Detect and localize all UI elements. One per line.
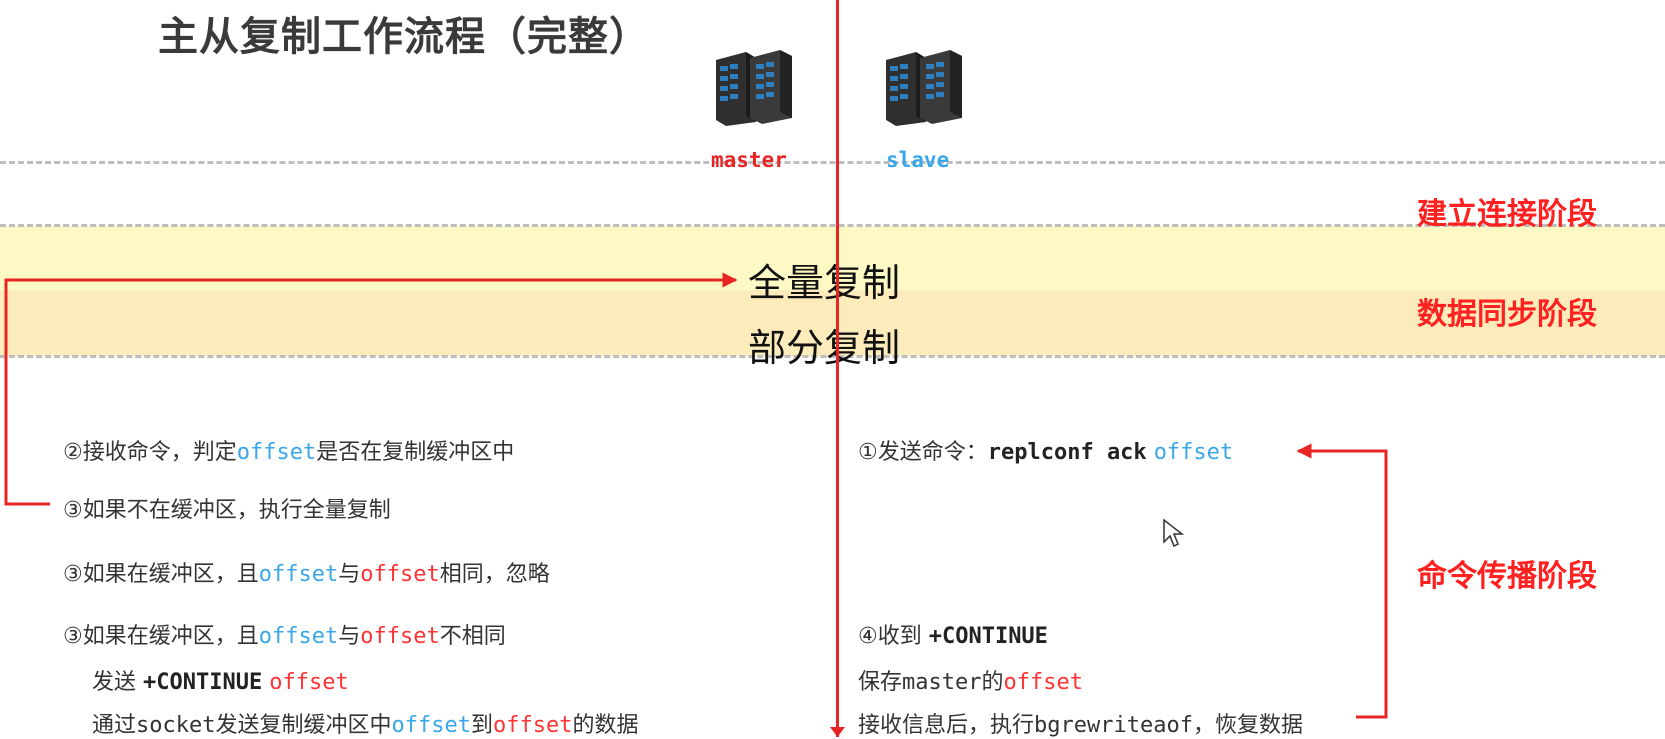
master-step3c: ③如果在缓冲区，且offset与offset不相同: [63, 624, 506, 649]
page-title: 主从复制工作流程（完整）: [158, 14, 650, 60]
slave-server-icon: [886, 50, 962, 126]
partial-sync-band: [0, 290, 1665, 356]
divider-top: [0, 161, 1665, 164]
slave-label: slave: [886, 148, 950, 172]
phase-connect-label: 建立连接阶段: [1417, 197, 1597, 232]
slave-recover-data: 接收信息后，执行bgrewriteaof，恢复数据: [858, 713, 1303, 738]
phase-propagate-label: 命令传播阶段: [1417, 559, 1597, 594]
slave-save-offset: 保存master的offset: [858, 670, 1083, 695]
master-step3b: ③如果在缓冲区，且offset与offset相同，忽略: [63, 562, 550, 587]
master-label: master: [711, 148, 787, 172]
partial-sync-label: 部分复制: [748, 326, 901, 370]
full-sync-label: 全量复制: [748, 261, 901, 305]
master-server-icon: [716, 50, 792, 126]
ack-loop-arrow: [1296, 443, 1388, 719]
full-sync-arrow: [4, 272, 738, 506]
master-step3a: ③如果不在缓冲区，执行全量复制: [63, 498, 391, 523]
master-slave-divider: [836, 0, 839, 737]
master-step2: ②接收命令，判定offset是否在复制缓冲区中: [63, 440, 515, 465]
slave-step4: ④收到 +CONTINUE: [858, 624, 1048, 649]
divider-bottom: [0, 355, 1665, 358]
master-send-continue: 发送 +CONTINUE offset: [92, 670, 349, 695]
slave-step1: ①发送命令：replconf ack offset: [858, 440, 1234, 465]
master-send-data: 通过socket发送复制缓冲区中offset到offset的数据: [92, 713, 639, 738]
mouse-cursor-icon: [1163, 518, 1184, 548]
divider-middle: [0, 224, 1665, 227]
phase-sync-label: 数据同步阶段: [1417, 297, 1597, 332]
